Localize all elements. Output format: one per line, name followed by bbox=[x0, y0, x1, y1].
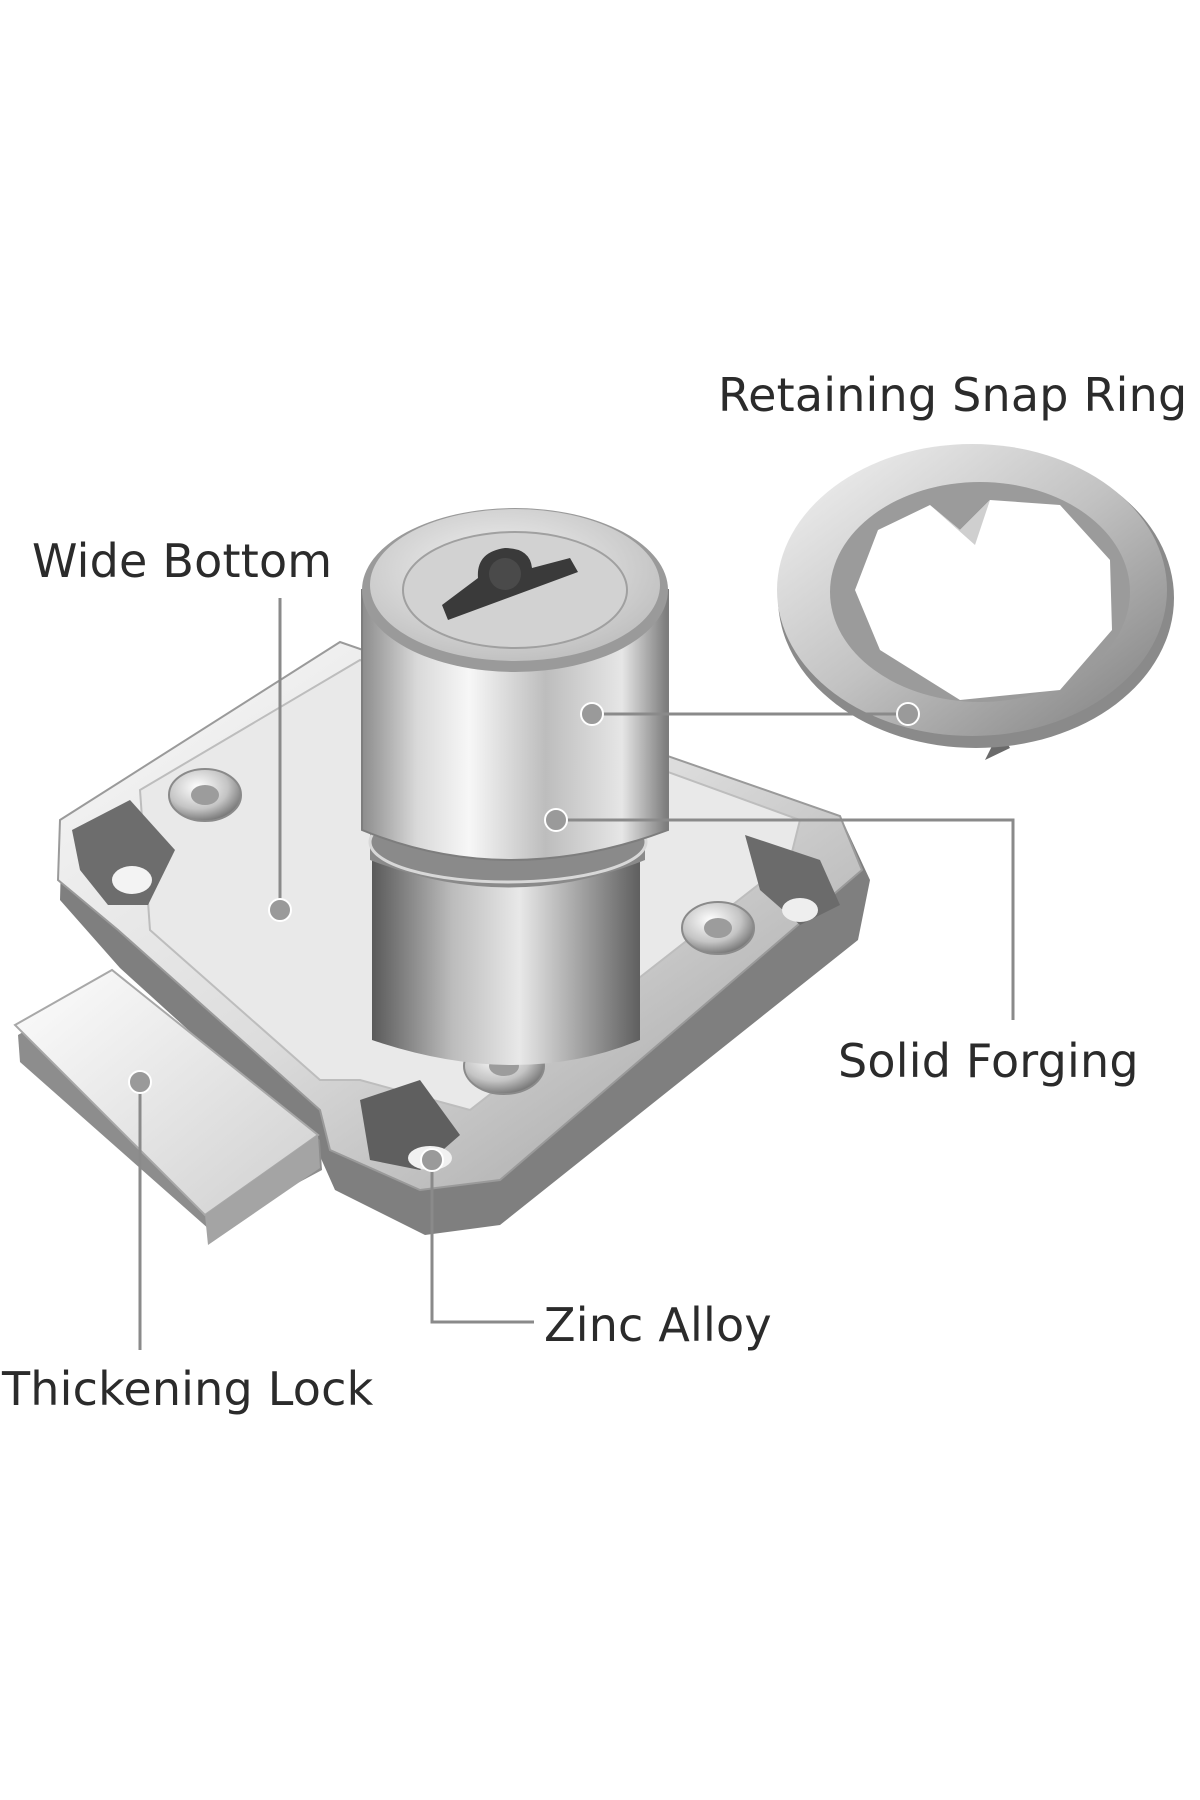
label-retaining-snap-ring: Retaining Snap Ring bbox=[718, 368, 1188, 422]
label-solid-forging: Solid Forging bbox=[838, 1034, 1139, 1088]
leader-solid-forging bbox=[556, 818, 1015, 1020]
dot-thickening-lock bbox=[128, 1070, 152, 1094]
thickening-lock-bolt bbox=[13, 968, 322, 1245]
lock-cylinder bbox=[361, 508, 669, 1065]
screw-right bbox=[681, 901, 755, 955]
retaining-snap-ring bbox=[777, 444, 1174, 760]
mount-hole-right bbox=[745, 835, 840, 925]
snap-ring-opening bbox=[855, 500, 1112, 700]
label-wide-bottom: Wide Bottom bbox=[32, 534, 333, 588]
label-thickening-lock: Thickening Lock bbox=[2, 1362, 374, 1416]
leader-zinc-alloy bbox=[430, 1160, 534, 1324]
dot-solid-forging bbox=[544, 808, 568, 832]
dot-zinc-alloy bbox=[420, 1148, 444, 1172]
leader-lines bbox=[138, 598, 1015, 1350]
label-zinc-alloy: Zinc Alloy bbox=[544, 1298, 772, 1352]
screw-top-left bbox=[168, 768, 242, 822]
dot-wide-bottom bbox=[268, 898, 292, 922]
callout-dots bbox=[128, 702, 920, 1172]
dot-retaining-snap-ring-cylinder bbox=[580, 702, 604, 726]
dot-retaining-snap-ring bbox=[896, 702, 920, 726]
